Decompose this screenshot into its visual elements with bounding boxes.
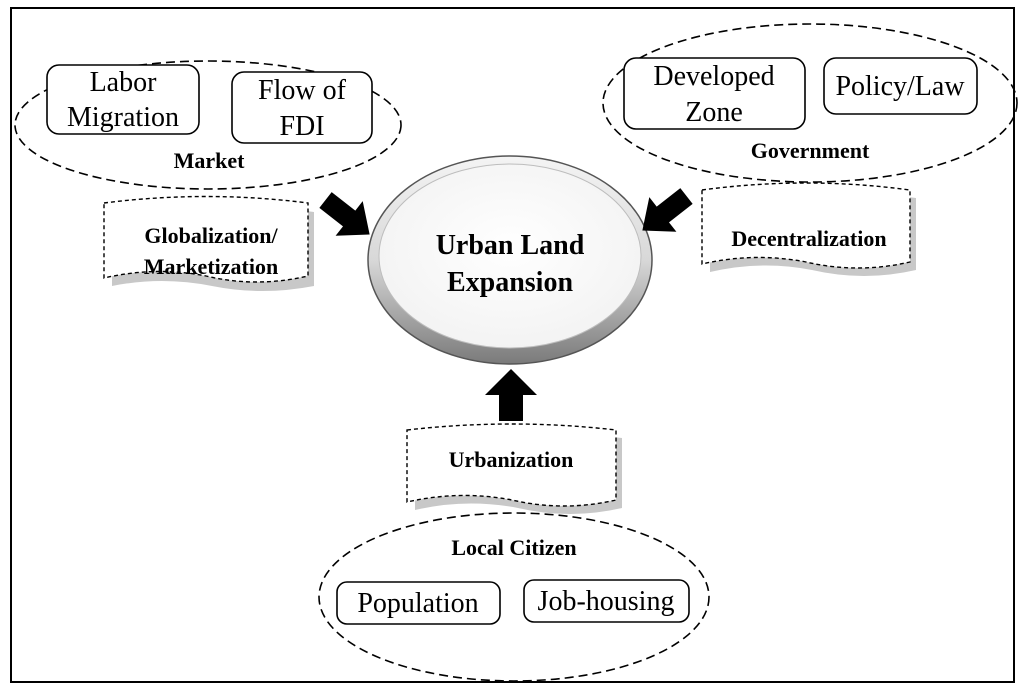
citizen-ellipse [318, 512, 710, 682]
government-group: Developed Zone Policy/Law Government Dec… [602, 23, 1018, 276]
decentralization-label: Decentralization [731, 226, 886, 251]
government-arrow-icon [642, 188, 693, 232]
market-title: Market [174, 148, 246, 173]
globalization-scroll [103, 195, 309, 283]
job-housing-label: Job-housing [538, 586, 675, 617]
market-arrow [319, 192, 370, 236]
globalization-line2: Marketization [144, 254, 278, 279]
outer-frame [10, 7, 1015, 683]
center-line2: Expansion [447, 267, 573, 298]
globalization-line1: Globalization/ [144, 223, 278, 248]
citizen-title: Local Citizen [451, 535, 576, 560]
flow-of-fdi-line1: Flow of [258, 75, 347, 106]
market-group: Labor Migration Flow of FDI Market Globa… [14, 60, 402, 291]
population-box [336, 581, 501, 625]
center-group: Urban Land Expansion [367, 155, 653, 365]
developed-zone-box [623, 57, 806, 130]
flow-of-fdi-box [231, 71, 373, 144]
flow-of-fdi-line2: FDI [279, 111, 324, 142]
labor-migration-box [46, 64, 200, 135]
market-arrow-icon [319, 192, 370, 236]
government-title: Government [751, 138, 870, 163]
policy-law-box [823, 57, 978, 115]
citizen-arrow [485, 369, 537, 421]
urbanization-scroll [406, 423, 617, 507]
government-ellipse [602, 23, 1018, 183]
population-label: Population [357, 588, 478, 619]
urbanization-label: Urbanization [449, 447, 574, 472]
government-arrow [642, 188, 693, 232]
citizen-group: Urbanization Local Citizen Population Jo… [318, 423, 710, 682]
developed-zone-line1: Developed [653, 61, 774, 92]
citizen-arrow-icon [485, 369, 537, 421]
labor-migration-line2: Migration [67, 102, 179, 133]
policy-law-label: Policy/Law [835, 71, 965, 102]
center-line1: Urban Land [436, 230, 585, 261]
developed-zone-line2: Zone [685, 97, 743, 128]
labor-migration-line1: Labor [90, 67, 158, 98]
market-ellipse [14, 60, 402, 190]
job-housing-box [523, 579, 690, 623]
center-core [378, 163, 642, 349]
decentralization-scroll [701, 182, 911, 269]
